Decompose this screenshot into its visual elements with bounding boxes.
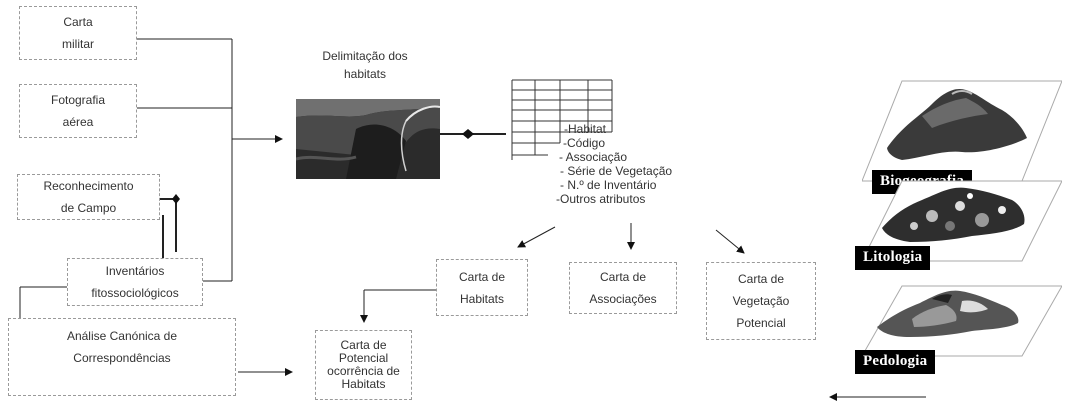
attribute-list: -Habitat -Código - Associação - Série de…	[556, 122, 672, 206]
carta-vegetacao-line1: Carta de	[737, 272, 785, 286]
carta-vegetacao-line3: Potencial	[736, 316, 786, 330]
analise-box: Análise Canónica de Correspondências	[8, 318, 236, 396]
reconhecimento-line2: de Campo	[60, 201, 117, 215]
fotografia-aerea-line2: aérea	[62, 115, 94, 129]
pedologia-map-image	[862, 285, 1062, 357]
carta-habitats-box: Carta de Habitats	[436, 259, 528, 316]
carta-vegetacao-box: Carta de Vegetação Potencial	[706, 262, 816, 340]
analise-line1: Análise Canónica de	[66, 329, 178, 343]
carta-militar-line1: Carta	[63, 15, 93, 29]
carta-potencial-box: Carta de Potencial ocorrência de Habitat…	[315, 330, 412, 400]
attribute-item: - N.º de Inventário	[560, 178, 657, 192]
inventarios-line2: fitossociológicos	[91, 286, 179, 300]
attribute-item: - Associação	[559, 150, 628, 164]
litologia-label: Litologia	[855, 246, 931, 270]
litologia-map-image	[862, 180, 1062, 262]
carta-associacoes-line2: Associações	[589, 292, 657, 306]
attribute-item: -Código	[563, 136, 606, 150]
reconhecimento-box: Reconhecimento de Campo	[17, 174, 160, 220]
reconhecimento-line1: Reconhecimento	[43, 179, 134, 193]
carta-potencial-line4: Habitats	[341, 377, 386, 391]
fotografia-aerea-line1: Fotografia	[50, 93, 106, 107]
carta-vegetacao-line2: Vegetação	[732, 294, 790, 308]
attribute-item: - Série de Vegetação	[560, 164, 673, 178]
delimitacao-title: Delimitação dos habitats	[290, 47, 440, 83]
analise-line2: Correspondências	[73, 351, 171, 365]
fotografia-aerea-box: Fotografia aérea	[19, 84, 137, 138]
biogeografia-map-image	[862, 80, 1062, 182]
delimitacao-line2: habitats	[343, 67, 387, 81]
inventarios-box: Inventários fitossociológicos	[67, 258, 203, 306]
carta-associacoes-box: Carta de Associações	[569, 262, 677, 314]
carta-militar-box: Carta militar	[19, 6, 137, 60]
pedologia-label: Pedologia	[855, 350, 936, 374]
carta-militar-line2: militar	[62, 37, 94, 51]
carta-potencial-line2: Potencial	[338, 351, 389, 365]
carta-associacoes-line1: Carta de	[599, 270, 647, 284]
inventarios-line1: Inventários	[105, 264, 165, 278]
carta-habitats-line1: Carta de	[458, 269, 506, 284]
carta-habitats-line2: Habitats	[459, 291, 505, 306]
carta-potencial-line1: Carta de	[340, 338, 387, 352]
attribute-item: -Habitat	[564, 122, 607, 136]
delimitacao-line1: Delimitação dos	[322, 49, 408, 63]
attribute-item: -Outros atributos	[556, 192, 646, 206]
carta-potencial-line3: ocorrência de	[327, 364, 400, 378]
aerial-photo-image	[296, 99, 440, 179]
